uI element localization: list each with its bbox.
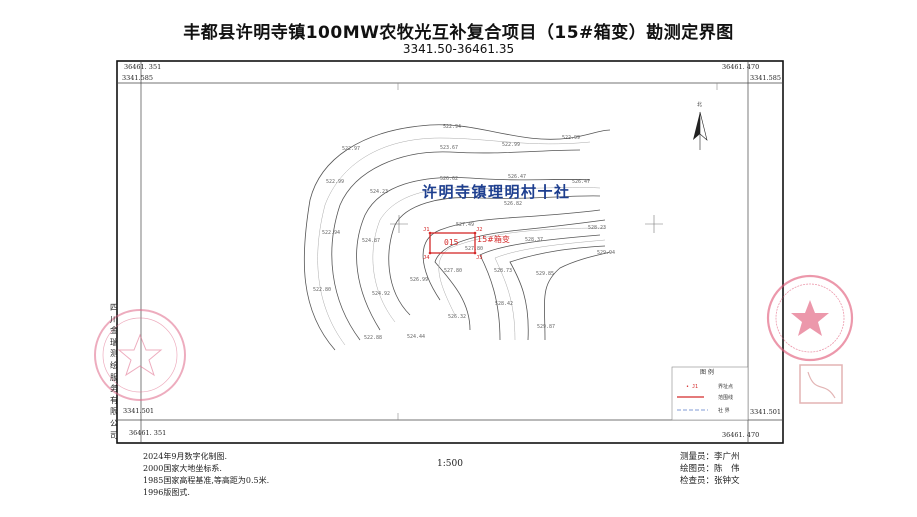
parcel-name: 15#箱变 — [477, 234, 510, 244]
signature-seal — [799, 364, 843, 404]
point-label: J2 — [476, 227, 483, 233]
contour-label: 524.87 — [362, 238, 380, 244]
staff: 测量员：李广州 绘图员：陈 伟 检查员：张钟文 — [680, 451, 740, 487]
coord-bottom-right-y: 3341.501 — [750, 408, 782, 416]
company-name: 四川金瑞测绘服务有限公司 — [110, 303, 118, 440]
contour-label: 526.32 — [448, 314, 466, 320]
point-label: J1 — [423, 227, 430, 233]
legend-symbol: • J1 — [686, 384, 698, 390]
contour-label: 522.80 — [313, 287, 331, 293]
map-scale: 1:500 — [437, 459, 463, 469]
coord-top-right-y: 3341.585 — [750, 74, 782, 82]
contour-label: 526.47 — [508, 174, 526, 180]
checker: 检查员：张钟文 — [680, 476, 740, 486]
coord-top-right-x: 36461. 470 — [722, 63, 760, 71]
boundary-point-icon — [473, 231, 477, 235]
map-title: 丰都县许明寺镇100MW农牧光互补复合项目（15#箱变）勘测定界图 — [183, 23, 734, 43]
contour-label: 522.94 — [322, 230, 340, 236]
contour-label: 528.37 — [525, 237, 543, 243]
boundary-point-icon — [428, 231, 432, 235]
contour-lines-minor — [317, 137, 606, 346]
grid-cross — [390, 215, 663, 233]
coord-bottom-right-x: 36461. 470 — [722, 431, 760, 439]
parcel-boundary — [429, 232, 476, 254]
boundary-point-icon — [428, 251, 432, 255]
contour-label: 522.97 — [342, 146, 360, 152]
coord-top-left-y: 3341.585 — [122, 74, 154, 82]
contour-label: 528.73 — [494, 268, 512, 274]
contour-label: 524.92 — [372, 291, 390, 297]
contour-label: 527.80 — [465, 246, 483, 252]
contour-label: 527.80 — [444, 268, 462, 274]
coord-top-left-x: 36461. 351 — [124, 63, 162, 71]
drafter: 绘图员：陈 伟 — [680, 464, 740, 474]
contour-label: 526.82 — [504, 201, 522, 207]
parcel-id: 015 — [444, 238, 459, 247]
contour-label: 522.99 — [326, 179, 344, 185]
legend-title: 图 例 — [700, 368, 714, 376]
boundary-point-icon — [473, 251, 477, 255]
legend-label: 社 界 — [718, 407, 730, 414]
company-seal-left — [94, 309, 186, 401]
north-label: 北 — [697, 101, 702, 108]
contour-label: 529.87 — [537, 324, 555, 330]
legend: 图 例 • J1 界址点 范围线 社 界 — [671, 366, 749, 421]
note: 2024年9月数字化制图. — [143, 452, 227, 461]
contour-label: 529.85 — [536, 271, 554, 277]
contour-label: 522.88 — [364, 335, 382, 341]
contour-label: 528.42 — [495, 301, 513, 307]
contour-label: 526.99 — [410, 277, 428, 283]
note: 1996版图式. — [143, 488, 190, 497]
contour-label: 526.62 — [440, 176, 458, 182]
company-seal-right — [766, 274, 854, 362]
note: 2000国家大地坐标系. — [143, 464, 222, 473]
contour-label: 529.94 — [597, 250, 615, 256]
north-arrow-icon: 北 — [693, 101, 708, 150]
surveyor: 测量员：李广州 — [680, 452, 740, 462]
contour-label: 526.47 — [572, 179, 590, 185]
contour-label: 528.23 — [588, 225, 606, 231]
contour-label: 527.49 — [456, 222, 474, 228]
contour-label: 522.94 — [443, 124, 461, 130]
coord-bottom-left-x: 36461. 351 — [129, 429, 167, 437]
point-label: J3 — [476, 255, 483, 261]
contour-label: 523.67 — [440, 145, 458, 151]
outer-frame — [116, 60, 784, 444]
legend-label: 范围线 — [718, 394, 733, 401]
contour-label: 522.99 — [502, 142, 520, 148]
point-label: J4 — [423, 255, 430, 261]
contour-label: 524.44 — [407, 334, 425, 340]
note: 1985国家高程基准,等高距为0.5米. — [143, 476, 270, 485]
legend-label: 界址点 — [718, 383, 733, 390]
contour-lines — [303, 124, 611, 351]
village-label: 许明寺镇理明村十社 — [422, 183, 571, 201]
coord-bottom-left-y: 3341.501 — [123, 407, 155, 415]
map-subtitle: 3341.50-36461.35 — [402, 42, 515, 56]
notes: 2024年9月数字化制图. 2000国家大地坐标系. 1985国家高程基准,等高… — [143, 451, 269, 499]
contour-label: 522.99 — [562, 135, 580, 141]
contour-label: 524.23 — [370, 189, 388, 195]
